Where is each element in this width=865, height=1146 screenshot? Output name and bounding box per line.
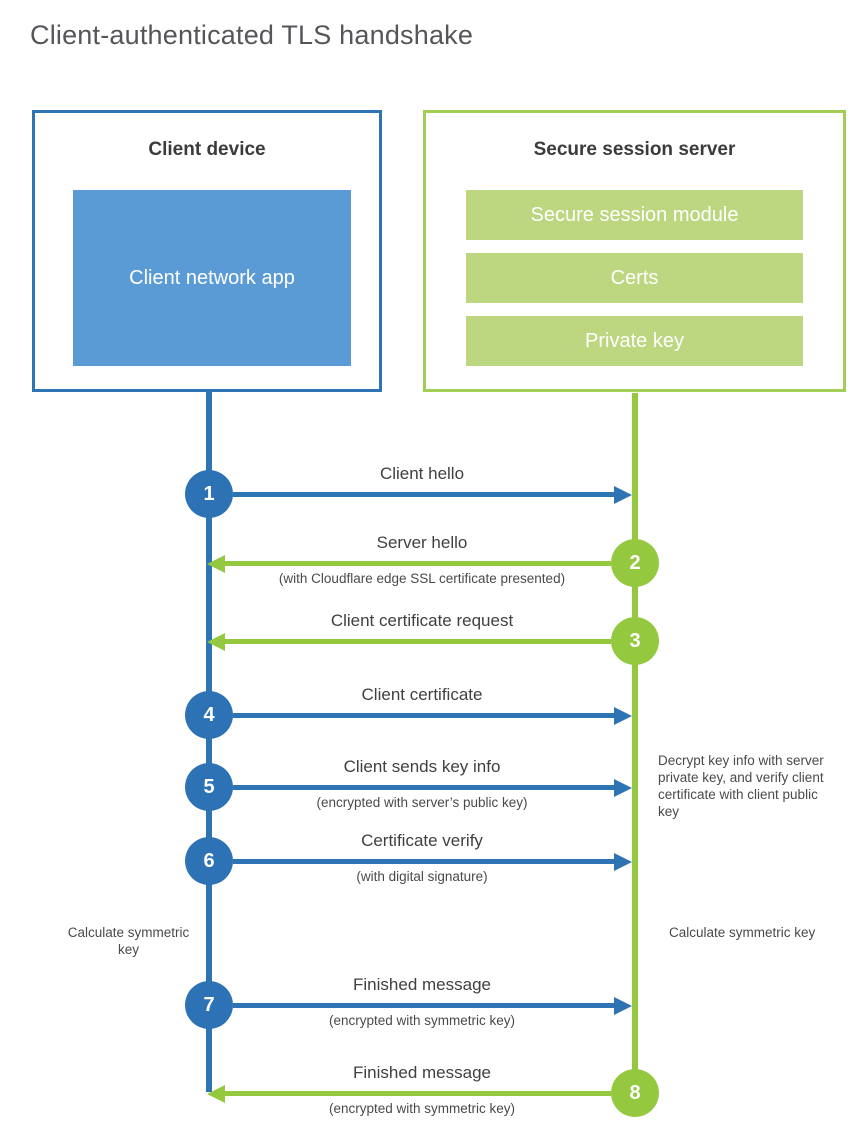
step-1-circle: 1 [185, 470, 233, 518]
client-device-box: Client device Client network app [32, 110, 382, 392]
step-7-arrow-right [233, 1003, 614, 1008]
step-6-label: Certificate verify [361, 831, 483, 850]
step-5-label: Client sends key info [343, 757, 501, 776]
diagram-title: Client-authenticated TLS handshake [30, 20, 474, 50]
step-6-arrow-right [233, 859, 614, 864]
step-7-label: Finished message [353, 975, 491, 994]
step-2-label: Server hello [376, 533, 468, 552]
step-1-label: Client hello [379, 464, 465, 483]
server-calculate-note: Calculate symmetric key [669, 925, 816, 940]
step-5-circle: 5 [185, 763, 233, 811]
client-network-app-box: Client network app [73, 190, 351, 366]
step-8-sublabel: (encrypted with symmetric key) [328, 1101, 516, 1116]
step-4-circle: 4 [185, 691, 233, 739]
step-6-sublabel: (with digital signature) [356, 869, 488, 884]
step-8-circle: 8 [611, 1069, 659, 1117]
step-2-sublabel: (with Cloudflare edge SSL certificate pr… [278, 571, 566, 586]
step-3-circle: 3 [611, 617, 659, 665]
step-2-arrow-left [225, 561, 611, 566]
step-4-label: Client certificate [361, 685, 483, 704]
step-3-arrow-left [225, 639, 611, 644]
step-3-label: Client certificate request [330, 611, 514, 630]
server-title: Secure session server [533, 139, 736, 160]
step-8-arrow-left [225, 1091, 611, 1096]
step-1-arrow-right [233, 492, 614, 497]
step-5-arrow-right [233, 785, 614, 790]
step-6-circle: 6 [185, 837, 233, 885]
step-7-sublabel: (encrypted with symmetric key) [328, 1013, 516, 1028]
server-modules: Secure session module Certs Private key [426, 190, 843, 379]
client-lifeline [206, 392, 212, 1092]
server-lifeline [632, 393, 638, 1093]
server-module-certs: Certs [466, 253, 803, 303]
server-box: Secure session server Secure session mod… [423, 110, 846, 392]
step-5-sublabel: (encrypted with server’s public key) [316, 795, 528, 810]
step-7-circle: 7 [185, 981, 233, 1029]
step-4-arrow-right [233, 713, 614, 718]
server-module-private-key: Private key [466, 316, 803, 366]
client-device-title: Client device [148, 139, 266, 160]
step-8-label: Finished message [353, 1063, 491, 1082]
server-decrypt-note: Decrypt key info with server private key… [658, 753, 824, 819]
client-calculate-note: Calculate symmetric key [67, 925, 190, 957]
server-module-secure-session: Secure session module [466, 190, 803, 240]
step-2-circle: 2 [611, 539, 659, 587]
